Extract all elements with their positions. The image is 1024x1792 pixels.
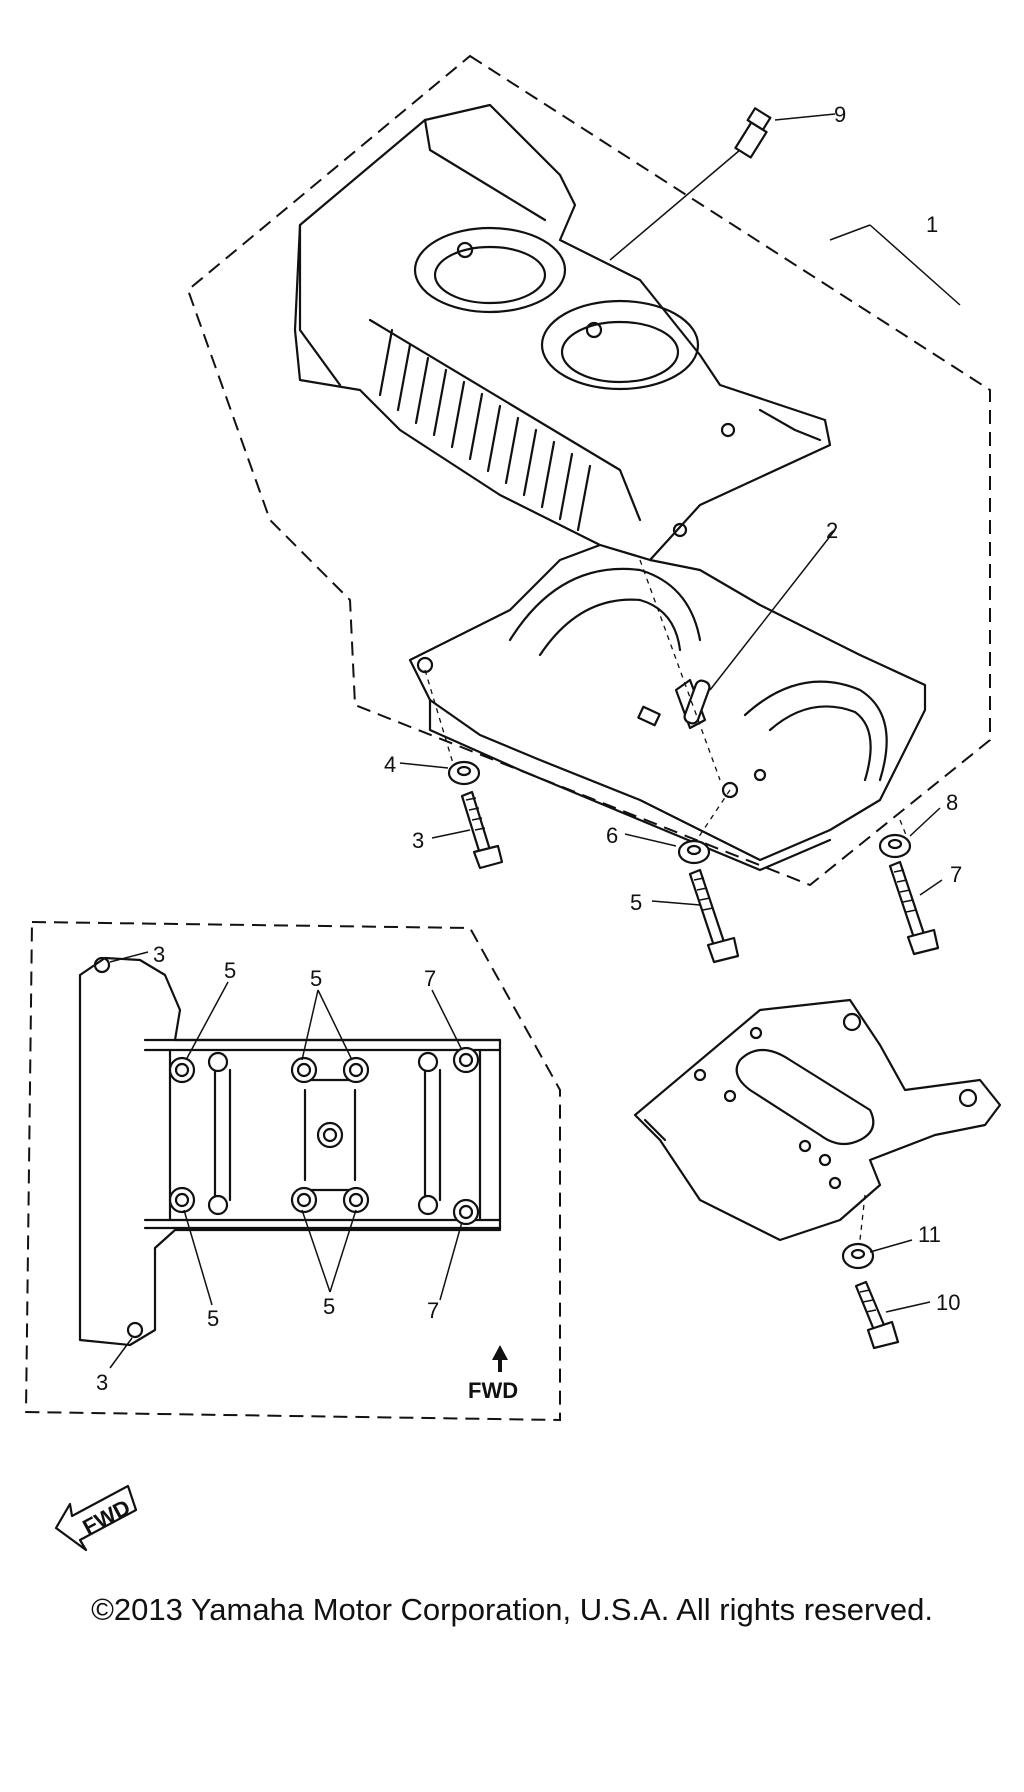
crankcase-assembly-boundary	[186, 54, 991, 887]
detail-callout-3-top: 3	[153, 942, 165, 967]
callout-2: 2	[826, 518, 838, 543]
part-8-washer	[878, 833, 912, 859]
callout-8: 8	[946, 790, 958, 815]
detail-callout-5-left-top: 5	[224, 958, 236, 983]
detail-callout-5-left-bottom: 5	[207, 1306, 219, 1331]
callout-6: 6	[606, 823, 618, 848]
part-6-washer	[677, 839, 711, 865]
part-10-bolt	[854, 1280, 900, 1350]
copyright-notice: ©2013 Yamaha Motor Corporation, U.S.A. A…	[91, 1592, 933, 1627]
lower-crankcase	[408, 543, 927, 872]
detail-callout-7-right-bottom: 7	[427, 1298, 439, 1323]
callout-7: 7	[950, 862, 962, 887]
part-9-fitting	[734, 107, 772, 159]
part-5-bolt	[688, 868, 740, 964]
detail-callout-5-mid-top: 5	[310, 966, 322, 991]
upper-crankcase	[293, 103, 832, 562]
part-4-washer	[447, 760, 481, 786]
part-7-bolt	[888, 860, 940, 956]
part-11-washer	[841, 1242, 875, 1270]
fwd-direction-badge-icon: FWD	[54, 1484, 138, 1552]
bottom-view-detail	[24, 920, 561, 1422]
detail-callout-7-right-top: 7	[424, 966, 436, 991]
engine-mount-bracket	[633, 998, 1002, 1242]
detail-fwd-label: FWD	[468, 1378, 518, 1403]
detail-fwd-arrow-icon	[492, 1345, 508, 1372]
callout-5: 5	[630, 890, 642, 915]
part-3-bolt	[460, 790, 504, 870]
part-2-dowel-pin	[683, 679, 711, 725]
detail-callout-5-mid-bottom: 5	[323, 1294, 335, 1319]
callout-10: 10	[936, 1290, 960, 1315]
callout-4: 4	[384, 752, 396, 777]
detail-callout-3-bottom: 3	[96, 1370, 108, 1395]
callout-1: 1	[926, 212, 938, 237]
callout-11: 11	[918, 1222, 941, 1247]
callout-9: 9	[834, 102, 846, 127]
callout-3: 3	[412, 828, 424, 853]
